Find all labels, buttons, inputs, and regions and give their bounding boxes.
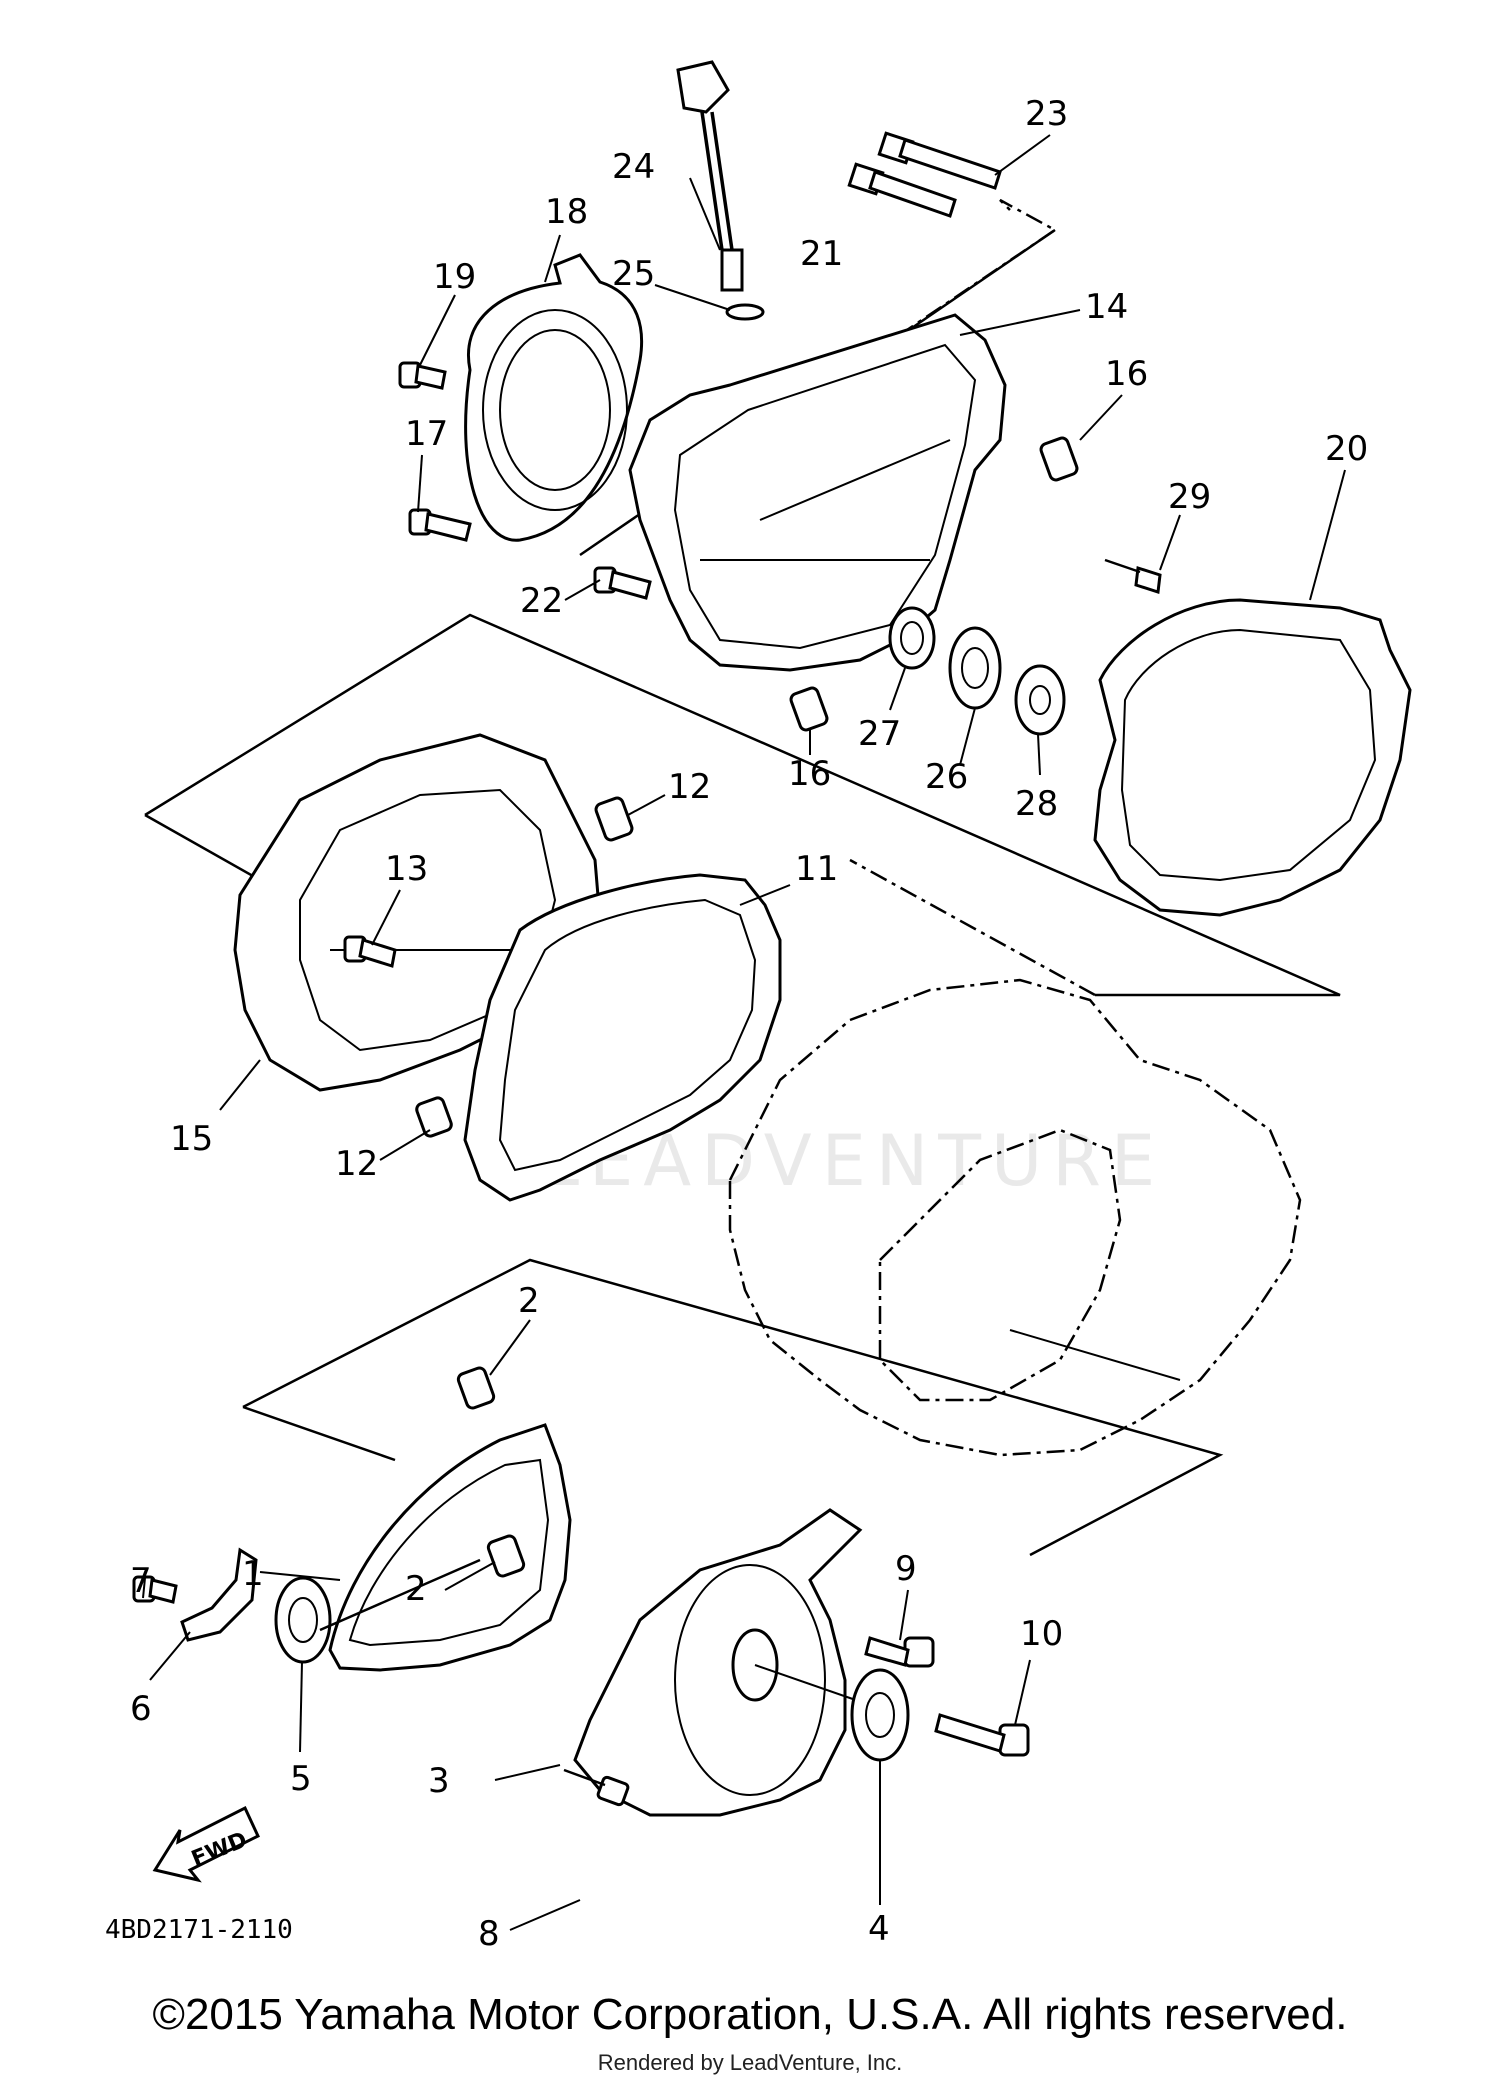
callout-labels: 1 2 2 3 4 5 6 7 8 9 10 11 12 12 13 14 15… <box>130 94 1368 1954</box>
callout-6: 6 <box>130 1689 152 1729</box>
bolt-part-7 <box>132 1575 178 1604</box>
oil-seal-part-4 <box>850 1668 910 1762</box>
callout-1: 1 <box>242 1554 264 1594</box>
callout-8: 8 <box>478 1914 500 1954</box>
callout-2-top: 2 <box>518 1281 540 1321</box>
leader-part-5 <box>319 1558 481 1632</box>
bolt-part-10 <box>934 1713 1030 1757</box>
crankcase-cover-part-3 <box>573 1508 871 1817</box>
fwd-arrow-icon: FWD <box>152 1805 260 1883</box>
engine-block-reference <box>728 978 1302 1457</box>
gasket-part-20 <box>1093 598 1412 917</box>
screw-part-17 <box>408 508 472 542</box>
callout-26: 26 <box>925 757 968 797</box>
crankcase-cover-part-14 <box>628 313 1007 672</box>
callout-21: 21 <box>800 234 843 274</box>
callout-18: 18 <box>545 192 588 232</box>
callout-3: 3 <box>428 1761 450 1801</box>
dowel-pin-part-2-bottom <box>486 1534 526 1578</box>
gasket-part-11 <box>463 873 782 1202</box>
bolt-part-8 <box>563 1768 630 1807</box>
callout-10: 10 <box>1020 1614 1063 1654</box>
bracket-part-6 <box>180 1547 258 1642</box>
rendered-by-notice: Rendered by LeadVenture, Inc. <box>597 2050 903 2075</box>
callout-13: 13 <box>385 849 428 889</box>
callout-9: 9 <box>895 1549 917 1589</box>
screw-part-13 <box>343 935 397 968</box>
callout-11: 11 <box>795 849 838 889</box>
cover-part-18 <box>464 253 644 542</box>
dowel-pin-part-16-top <box>1039 436 1079 482</box>
callout-12-top: 12 <box>668 767 711 807</box>
callout-27: 27 <box>858 714 901 754</box>
o-ring-part-25 <box>725 303 765 321</box>
callout-4: 4 <box>868 1909 890 1949</box>
bolt-part-9 <box>864 1636 935 1668</box>
middle-assembly-frame <box>144 613 1341 997</box>
dipstick-part-24 <box>676 60 744 292</box>
plate-part-28 <box>1014 664 1066 736</box>
dowel-pin-part-16-bottom <box>789 686 829 732</box>
dowel-pin-part-2-top <box>456 1366 496 1410</box>
bearing-part-27 <box>888 606 936 670</box>
callout-15: 15 <box>170 1119 213 1159</box>
callout-2-bottom: 2 <box>405 1569 427 1609</box>
lower-assembly-frame <box>242 1258 1224 1557</box>
copyright-notice: ©2015 Yamaha Motor Corporation, U.S.A. A… <box>152 1990 1348 2039</box>
callout-23: 23 <box>1025 94 1068 134</box>
part-code: 4BD2171-2110 <box>105 1915 293 1945</box>
dowel-pin-part-12-bottom <box>415 1096 453 1138</box>
callout-24: 24 <box>612 147 655 187</box>
callout-7: 7 <box>130 1561 152 1601</box>
callout-14: 14 <box>1085 287 1128 327</box>
bolt-part-21 <box>847 162 957 218</box>
callout-12-bottom: 12 <box>335 1144 378 1184</box>
dowel-pin-part-12-top <box>594 796 634 842</box>
bolt-part-29 <box>1104 558 1162 594</box>
gasket-part-1 <box>328 1423 572 1672</box>
callout-leaders <box>142 134 1346 1931</box>
oil-seal-part-26 <box>948 626 1002 710</box>
callout-29: 29 <box>1168 477 1211 517</box>
oil-seal-part-5 <box>274 1576 332 1664</box>
callout-16-bottom: 16 <box>788 754 831 794</box>
callout-28: 28 <box>1015 784 1058 824</box>
callout-19: 19 <box>433 257 476 297</box>
callout-16-top: 16 <box>1105 354 1148 394</box>
callout-22: 22 <box>520 581 563 621</box>
callout-5: 5 <box>290 1759 312 1799</box>
screw-part-19 <box>398 361 447 390</box>
callout-17: 17 <box>405 414 448 454</box>
bolt-part-23 <box>877 131 1002 190</box>
callout-25: 25 <box>612 254 655 294</box>
screw-part-22 <box>593 566 652 600</box>
callout-20: 20 <box>1325 429 1368 469</box>
